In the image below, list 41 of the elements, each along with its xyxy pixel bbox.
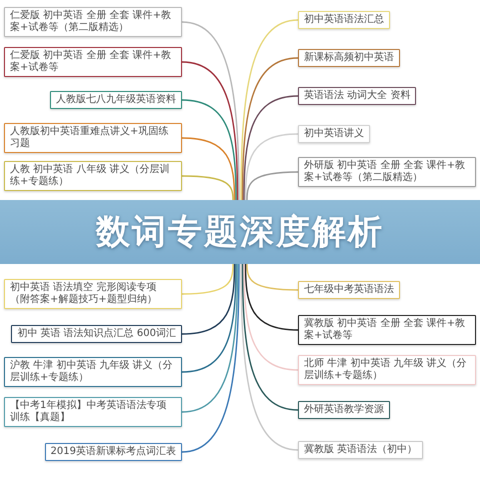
connector-line [242, 264, 298, 411]
connector-line [182, 61, 238, 200]
topic-node: 新课标高频初中英语 [298, 49, 400, 67]
topic-node: 人教版初中英语重难点讲义+巩固练习题 [4, 123, 182, 153]
topic-node: 外研英语教学资源 [298, 401, 390, 419]
connector-line [182, 264, 240, 453]
topic-node: 仁爱版 初中英语 全册 全套 课件+教案+试卷等（第二版精选） [4, 7, 182, 37]
topic-node: 人教 初中英语 八年级 讲义（分层训练+专题练） [4, 161, 182, 191]
connector-line [182, 175, 234, 200]
connector-line [182, 264, 237, 373]
topic-node: 初中英语语法汇总 [298, 11, 390, 29]
topic-node: 冀教版 英语语法（初中） [298, 441, 424, 459]
topic-node: 2019英语新课标考点词汇表 [44, 443, 182, 461]
title-text: 数词专题深度解析 [96, 212, 384, 252]
connector-line [182, 264, 234, 295]
topic-node: 七年级中考英语语法 [298, 281, 400, 299]
topic-node: 外研版 初中英语 全册 全套 课件+教案+试卷等（第二版精选） [298, 157, 476, 187]
topic-node: 英语语法 动词大全 资料 [298, 87, 416, 105]
topic-node: 北师 牛津 初中英语 九年级 讲义（分层训练+专题练） [298, 355, 476, 385]
connector-line [243, 95, 298, 200]
connector-line [182, 137, 236, 200]
topic-node: 仁爱版 初中英语 全册 全套 课件+教案+试卷等 [4, 47, 182, 77]
topic-node: 初中 英语 语法知识点汇总 600词汇 [11, 325, 182, 343]
connector-line [242, 57, 298, 200]
topic-node: 【中考1年模拟】中考英语语法专项训练【真题】 [4, 397, 182, 427]
connector-line [240, 19, 298, 200]
connector-line [244, 264, 298, 331]
topic-node: 冀教版 初中英语 全册 全套 课件+教案+试卷等 [298, 315, 476, 345]
connector-line [246, 264, 298, 291]
topic-node: 初中英语讲义 [298, 125, 370, 143]
connector-line [182, 264, 238, 413]
connector-line [244, 133, 298, 200]
topic-node: 初中英语 语法填空 完形阅读专项（附答案+解题技巧+题型归纳） [4, 279, 182, 309]
connector-line [246, 171, 298, 200]
topic-node: 人教版七八九年级英语资料 [50, 91, 182, 109]
connector-line [182, 264, 236, 335]
connector-line [240, 264, 298, 451]
topic-node: 沪教 牛津 初中英语 九年级 讲义（分层训练+专题练） [4, 357, 182, 387]
connector-line [243, 264, 298, 371]
connector-line [182, 21, 240, 200]
connector-line [182, 99, 237, 200]
